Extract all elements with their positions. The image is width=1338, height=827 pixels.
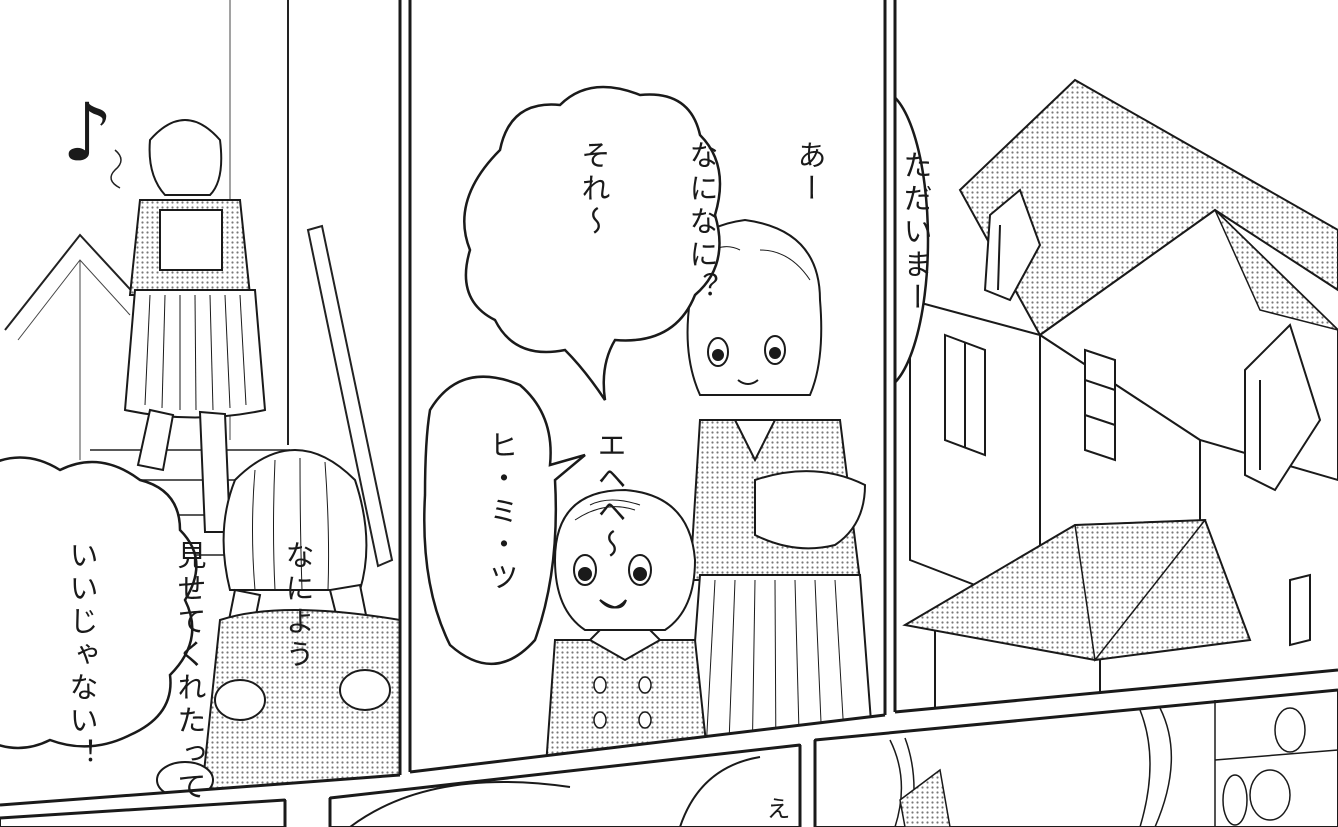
dialogue-line: あー: [793, 140, 827, 206]
panel-middle: [410, 0, 885, 772]
older-sister: [683, 218, 877, 772]
speech-bubble-greeting: [895, 88, 930, 392]
dialogue-greeting: ただいまー: [862, 150, 1006, 350]
music-note-icon: ♪: [62, 86, 113, 179]
porch-roof: [902, 518, 1252, 662]
panel-house: [895, 0, 1338, 712]
speech-bubble-left: [0, 456, 198, 750]
girl-back-view: [123, 119, 267, 533]
dialogue-older-sister-question: あー なになに？ それ～: [540, 140, 900, 350]
speech-bubble-question: [463, 85, 722, 401]
dialogue-line: なによう: [281, 540, 315, 672]
twin-braid-girl: [156, 449, 400, 805]
dialogue-line: なになに？: [685, 140, 719, 305]
dialogue-line: ただいまー: [899, 150, 933, 315]
dialogue-girl-back: なによう 見せてくれたって いいじゃない！: [28, 540, 388, 804]
dialogue-line: 見せてくれたって: [173, 540, 207, 804]
dialogue-line: それ～: [577, 140, 611, 239]
dialogue-younger-sister-reply: エヘヘ～ ヒ・ミ・ツ: [448, 430, 700, 610]
speech-bubble-reply: [423, 375, 586, 666]
house-window: [944, 333, 1311, 647]
dialogue-line: エヘヘ～: [593, 430, 627, 562]
dormer-window: [983, 188, 1322, 492]
dialogue-line: いいじゃない！: [65, 540, 99, 771]
dialogue-bottom-fragment: え: [734, 796, 846, 826]
dialogue-line: え: [762, 796, 790, 824]
dialogue-line: ヒ・ミ・ツ: [485, 430, 519, 595]
panel-left: ♪: [0, 0, 400, 805]
